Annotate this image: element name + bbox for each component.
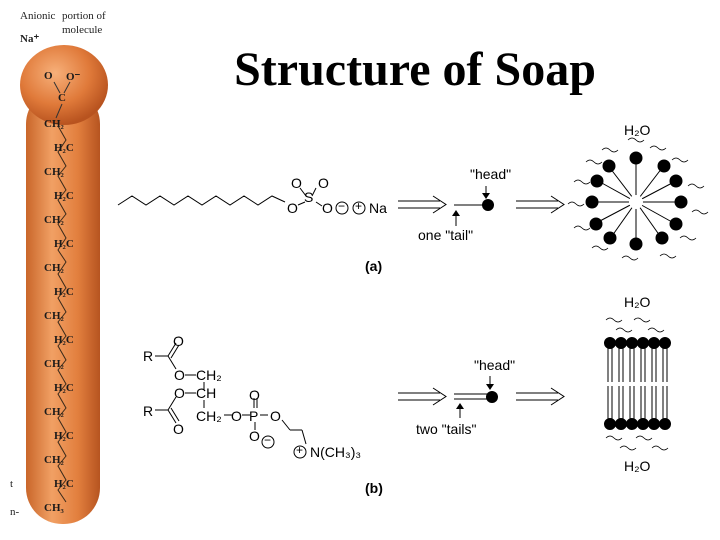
lipid-p: P [249,408,259,424]
head-oxygen-1: O [44,70,53,82]
chain-group: CH₂ [44,118,64,130]
lipid-ch: CH [196,385,217,401]
chain-group: H₂C [54,430,74,442]
double-arrow-icon [516,387,565,406]
chain-group: CH₂ [44,406,64,418]
plus-sign: + [296,443,304,457]
water-label-b-bottom: H₂O [624,458,651,474]
sulfate-o4: O [322,200,333,216]
micelle [585,151,688,251]
lipid-r2: R [143,403,154,419]
sulfate-o2: O [318,175,329,191]
water-label-a: H₂O [624,122,651,138]
double-arrow-icon [516,195,565,214]
head-dot [482,199,494,211]
head-label-a: "head" [470,166,512,182]
minus-sign: − [264,433,272,447]
chain-group: H₂C [54,286,74,298]
water-squiggles [605,317,669,451]
chain-group: CH₂ [44,310,64,322]
counter-ion-label: Na⁺ [20,33,40,45]
sulfate-o3: O [287,200,298,216]
lipid-o-ch: O [174,385,185,401]
chain-group: CH₂ [44,166,64,178]
double-arrow-icon [398,195,447,214]
head-dot [486,391,498,403]
water-label-b-top: H₂O [624,294,651,310]
minus-sign: − [338,199,346,213]
lipid-o-bottom: O [173,421,184,437]
lipid-r1: R [143,348,154,364]
panel-b-label: (b) [365,480,383,496]
panel-a-label: (a) [365,258,383,274]
lipid-bilayer [604,337,671,430]
lipid-o-top: O [173,333,184,349]
minus-charge-circle [261,435,275,449]
head-label-b: "head" [474,357,516,373]
slide-title: Structure of Soap [234,43,596,96]
chain-group: H₂C [54,142,74,154]
lipid-o-ch2: O [174,367,185,383]
anionic-label-2: molecule [62,24,103,36]
soap-head-ball [20,45,108,125]
chain-group: H₂C [54,382,74,394]
tail-label-b: two "tails" [416,421,477,437]
tail-label-a: one "tail" [418,227,474,243]
chain-group: H₂C [54,478,74,490]
phospholipid-structure [155,342,307,459]
plus-charge-circle [352,201,366,215]
anionic-label-1b: portion of [62,10,106,22]
water-squiggles [567,137,709,261]
minus-charge-circle [335,201,349,215]
head-carbon: C [58,92,66,104]
lipid-o-p-up: O [249,387,260,403]
chain-group: H₂C [54,190,74,202]
chain-group: H₂C [54,238,74,250]
double-arrow-icon [398,387,447,406]
chain-group: CH₂ [44,262,64,274]
edge-letter: t [10,478,14,490]
edge-letter: n- [10,506,20,518]
chain-group: CH₂ [44,214,64,226]
sulfate-s: S [304,189,314,205]
chain-group: CH₂ [44,454,64,466]
plus-charge-circle [293,445,307,459]
sodium-label: Na [369,200,387,216]
lipid-amine: N(CH₃)₃ [310,444,362,460]
chain-group: H₂C [54,334,74,346]
lipid-o-p-down: O [249,428,260,444]
lipid-ch2: CH₂ [196,367,222,383]
plus-sign: + [355,199,363,213]
lipid-ch2b: CH₂ [196,408,222,424]
chain-group: CH₃ [44,502,64,514]
chain-group: CH₂ [44,358,64,370]
head-oxygen-2: O⁻ [66,71,81,83]
lipid-o-p-right: O [270,408,281,424]
sds-tail-zigzag [117,195,286,206]
sulfate-o1: O [291,175,302,191]
lipid-o-p: O [231,408,242,424]
anionic-label-1: Anionic [20,10,56,22]
